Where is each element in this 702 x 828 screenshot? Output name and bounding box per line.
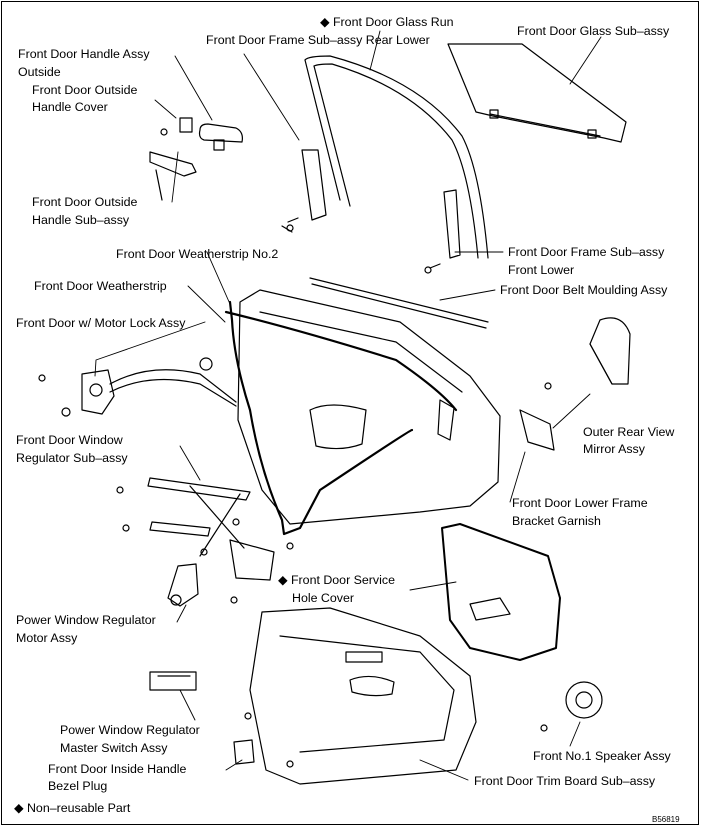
- label-regulator-motor-line2: Motor Assy: [16, 631, 78, 645]
- label-handle-outside-line2: Outside: [18, 65, 61, 79]
- label-outside-handle-sub-line1: Front Door Outside: [32, 195, 138, 209]
- label-outside-cover-line2: Handle Cover: [32, 100, 108, 114]
- bolts: [244, 712, 294, 768]
- glass-sub-assy: [447, 43, 627, 143]
- legend-non-reusable: ◆ Non–reusable Part: [14, 801, 131, 815]
- door-inner-panel: [237, 289, 501, 525]
- frame-front-lower: [424, 189, 461, 274]
- label-speaker: Front No.1 Speaker Assy: [533, 749, 671, 763]
- label-trim-board: Front Door Trim Board Sub–assy: [474, 774, 656, 788]
- label-glass-run: ◆ Front Door Glass Run: [320, 15, 454, 29]
- label-outside-cover-line1: Front Door Outside: [32, 83, 138, 97]
- label-window-regulator-line1: Front Door Window: [16, 433, 123, 447]
- service-hole-cover: [441, 523, 561, 661]
- outer-mirror: [544, 317, 631, 390]
- belt-moulding: [309, 277, 489, 329]
- label-master-switch-line1: Power Window Regulator: [60, 723, 200, 737]
- label-weatherstrip: Front Door Weatherstrip: [34, 279, 167, 293]
- label-mirror-line2: Mirror Assy: [583, 442, 645, 456]
- label-motor-lock: Front Door w/ Motor Lock Assy: [16, 316, 186, 330]
- window-regulator: [116, 477, 294, 604]
- figure-code: B56819: [652, 815, 680, 824]
- label-service-hole-line2: Hole Cover: [292, 591, 354, 605]
- bezel-plug: [233, 739, 255, 765]
- motor-lock-assy: [38, 357, 237, 417]
- label-window-regulator-line2: Regulator Sub–assy: [16, 451, 128, 465]
- regulator-motor: [167, 563, 199, 607]
- label-master-switch-line2: Master Switch Assy: [60, 741, 168, 755]
- label-frame-rear-lower: Front Door Frame Sub–assy Rear Lower: [206, 33, 430, 47]
- label-regulator-motor-line1: Power Window Regulator: [16, 613, 156, 627]
- master-switch: [149, 671, 197, 691]
- glass-run: [304, 55, 489, 259]
- label-frame-front-lower-line2: Front Lower: [508, 263, 575, 277]
- label-service-hole-line1: ◆ Front Door Service: [278, 573, 395, 587]
- label-lower-frame-garnish-line1: Front Door Lower Frame: [512, 496, 648, 510]
- label-handle-outside-line1: Front Door Handle Assy: [18, 47, 150, 61]
- frame-rear-lower: [281, 149, 327, 233]
- label-inside-bezel-line2: Bezel Plug: [48, 779, 108, 793]
- door-weatherstrip: [224, 300, 458, 536]
- speaker: [540, 681, 603, 732]
- label-weatherstrip-no2: Front Door Weatherstrip No.2: [116, 247, 279, 261]
- label-inside-bezel-line1: Front Door Inside Handle: [48, 762, 187, 776]
- trim-board: [249, 607, 477, 785]
- label-outside-handle-sub-line2: Handle Sub–assy: [32, 213, 130, 227]
- label-mirror-line1: Outer Rear View: [583, 425, 675, 439]
- label-glass-sub: Front Door Glass Sub–assy: [517, 24, 670, 38]
- leader-lines: [94, 30, 602, 781]
- label-lower-frame-garnish-line2: Bracket Garnish: [512, 514, 601, 528]
- label-belt-moulding: Front Door Belt Moulding Assy: [500, 283, 668, 297]
- label-frame-front-lower-line1: Front Door Frame Sub–assy: [508, 245, 665, 259]
- lower-frame-garnish: [519, 409, 555, 451]
- outside-handle-group: [149, 117, 243, 201]
